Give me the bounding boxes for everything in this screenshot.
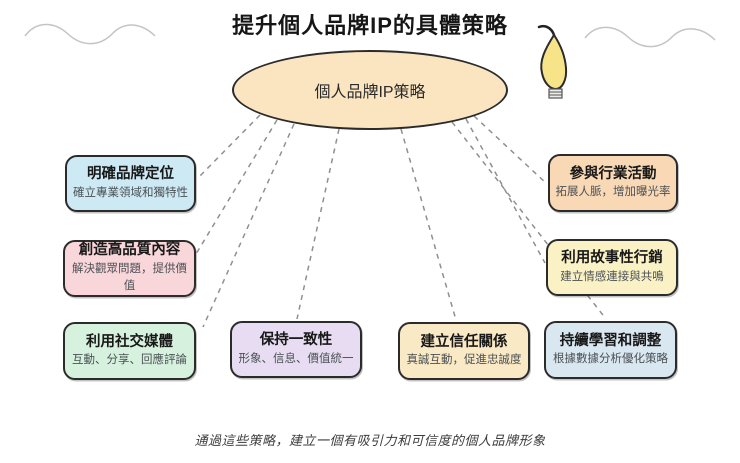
node-title: 利用故事性行銷 [561, 250, 663, 267]
node-quality-content: 創造高品質內容 解決觀眾問題，提供價值 [63, 240, 196, 297]
central-node-label: 個人品牌IP策略 [314, 84, 426, 101]
page-title: 提升個人品牌IP的具體策略 [232, 13, 508, 38]
node-title: 利用社交媒體 [86, 333, 173, 350]
node-subtitle: 形象、信息、價值統一 [238, 352, 354, 365]
node-storytelling: 利用故事性行銷 建立情感連接與共鳴 [546, 239, 678, 296]
decorative-wave-left [24, 23, 156, 45]
node-continuous-learning: 持續學習和調整 根據數據分析優化策略 [544, 321, 677, 379]
node-title: 建立信任關係 [420, 333, 508, 350]
central-node: 個人品牌IP策略 [232, 50, 508, 130]
node-title: 持續學習和調整 [559, 332, 662, 349]
connector-continuous-learning [451, 121, 607, 320]
node-subtitle: 建立情感連接與共鳴 [560, 270, 664, 283]
node-consistency: 保持一致性 形象、信息、價值統一 [230, 321, 362, 378]
connector-brand-positioning [197, 114, 261, 179]
node-title: 創造高品質內容 [78, 242, 181, 259]
flame-bulb-icon [537, 24, 568, 99]
connector-social-media [202, 123, 295, 328]
connector-industry-events [473, 115, 548, 185]
node-subtitle: 拓展人脈，增加曝光率 [555, 186, 671, 199]
node-subtitle: 解決觀眾問題，提供價值 [72, 263, 187, 293]
connector-storytelling [465, 118, 546, 264]
node-title: 明確品牌定位 [87, 166, 174, 183]
connector-consistency [296, 128, 340, 320]
node-social-media: 利用社交媒體 互動、分享、回應評論 [63, 322, 196, 380]
decorative-wave-right [584, 26, 716, 48]
footer-caption: 通過這些策略，建立一個有吸引力和可信度的個人品牌形象 [194, 433, 546, 448]
node-subtitle: 互動、分享、回應評論 [72, 354, 187, 367]
node-subtitle: 確立專業領域和獨特性 [73, 186, 188, 199]
node-subtitle: 根據數據分析優化策略 [553, 353, 668, 366]
node-title: 參與行業活動 [569, 165, 657, 182]
node-brand-positioning: 明確品牌定位 確立專業領域和獨特性 [65, 155, 196, 212]
connector-quality-content [195, 119, 278, 255]
node-trust-building: 建立信任關係 真誠互動，促進忠誠度 [398, 322, 530, 380]
node-title: 保持一致性 [259, 332, 333, 349]
node-subtitle: 真誠互動，促進忠誠度 [406, 354, 522, 367]
connector-trust-building [400, 128, 457, 321]
node-industry-events: 參與行業活動 拓展人脈，增加曝光率 [548, 154, 678, 212]
